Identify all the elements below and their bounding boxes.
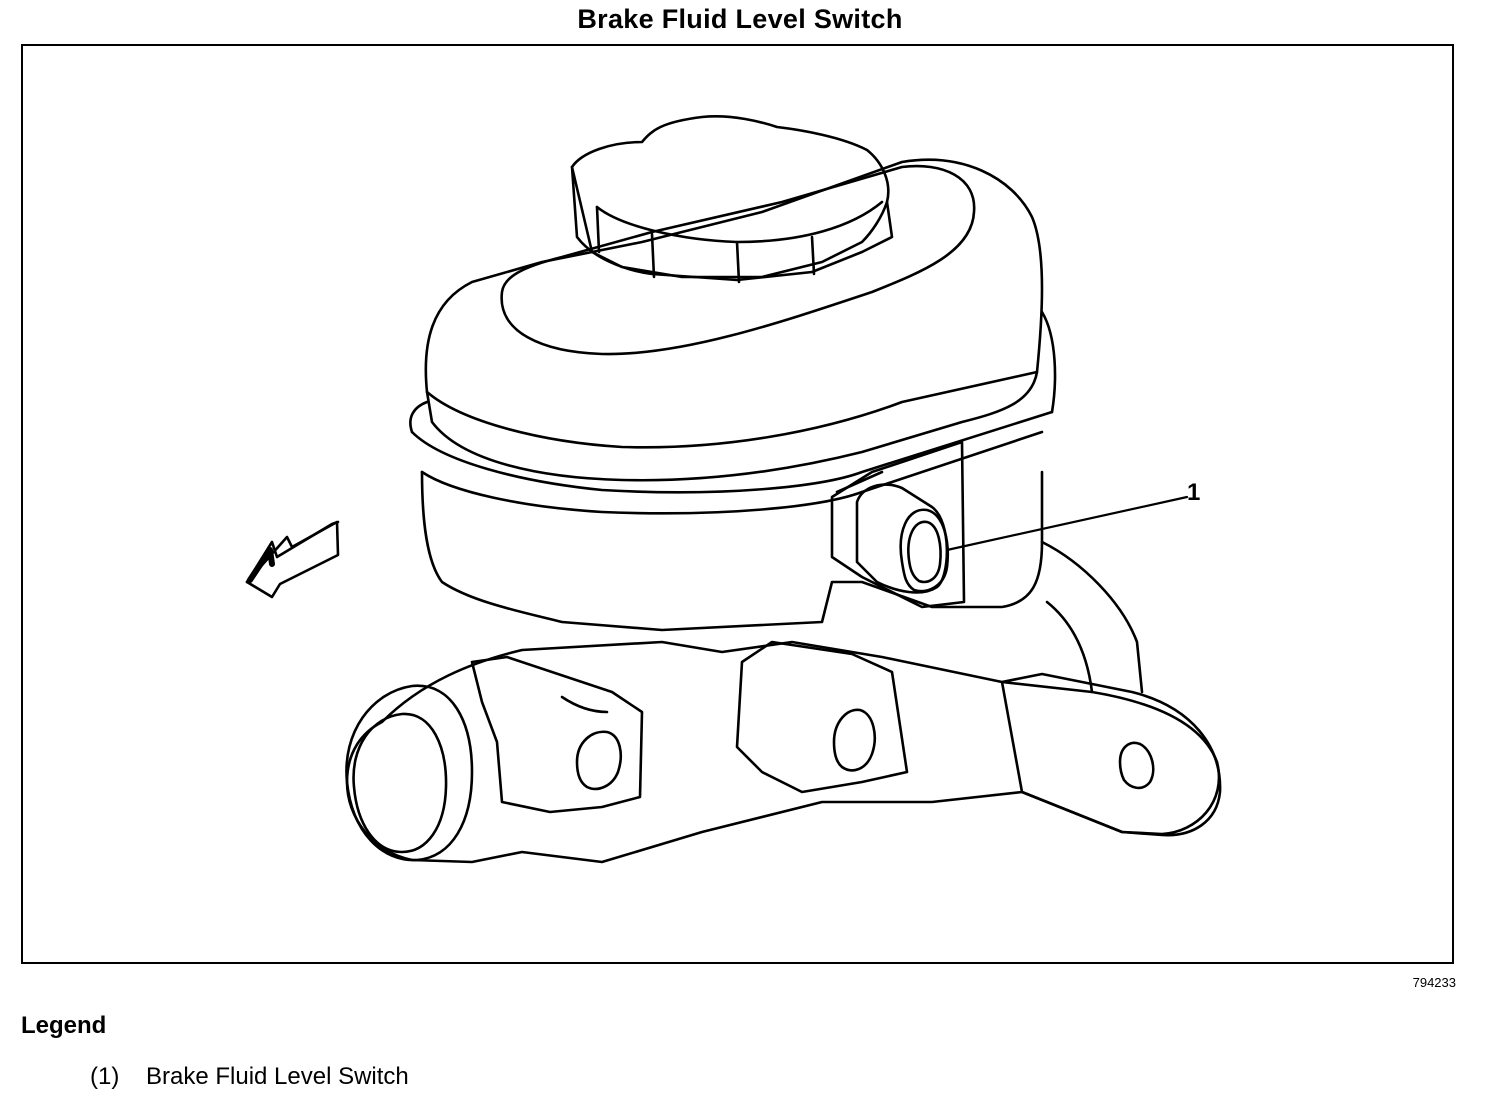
middle-port-boss [735, 640, 909, 794]
callout-leader [945, 495, 1189, 552]
cap-top [570, 115, 890, 279]
legend-item-text: Brake Fluid Level Switch [146, 1063, 409, 1090]
left-port-hole [575, 730, 622, 791]
legend-heading: Legend [21, 1012, 107, 1039]
legend-item: (1) Brake Fluid Level Switch [90, 1063, 409, 1091]
switch-housing [830, 440, 966, 609]
figure-id: 794233 [1412, 975, 1456, 990]
reservoir-top-recess [500, 164, 976, 356]
mounting-ear [1000, 672, 1222, 837]
left-bore-inner [352, 712, 448, 854]
middle-port-hole [832, 708, 876, 772]
mounting-ear-hole [1118, 741, 1155, 790]
left-port-boss [470, 655, 644, 814]
callout-label-1: 1 [1187, 479, 1200, 506]
page-title: Brake Fluid Level Switch [577, 4, 903, 34]
left-bore-outer [345, 684, 474, 862]
switch-connector-face [899, 508, 949, 593]
cap-skirt [570, 165, 894, 282]
master-cylinder-drawing: 1 [245, 115, 1222, 864]
legend-item-number: (1) [90, 1063, 120, 1090]
reservoir-lower-body [420, 470, 1044, 632]
figure-frame: 1 [21, 44, 1454, 964]
direction-arrow-icon [245, 520, 340, 599]
